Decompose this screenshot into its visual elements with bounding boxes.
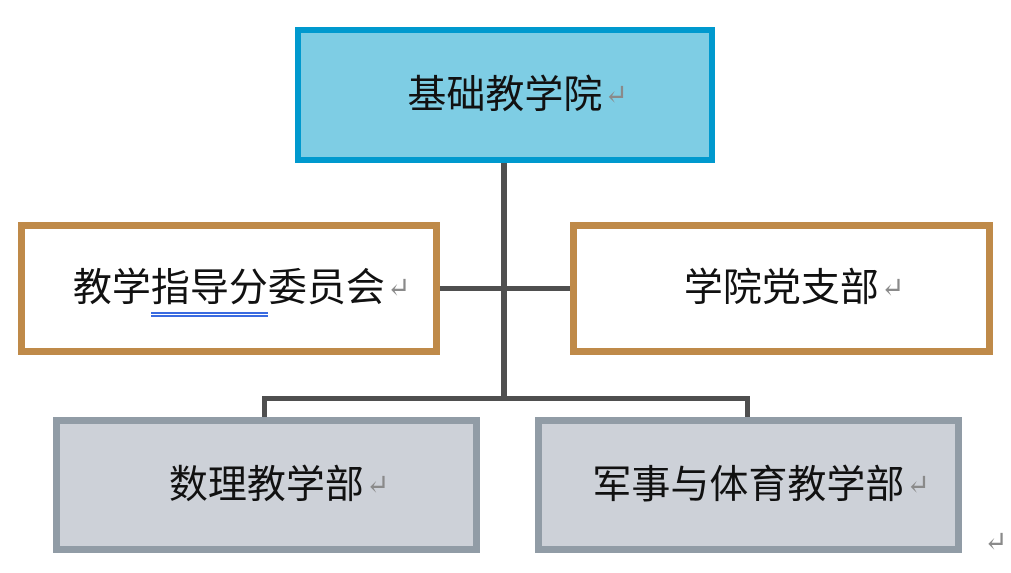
paragraph-return-icon: ↵ — [906, 467, 930, 501]
node-military-pe-dept[interactable]: 军事与体育教学部↵ — [535, 417, 962, 553]
connector-stub-math — [262, 396, 267, 418]
node-committee[interactable]: 教学指导分委员会↵ — [18, 222, 440, 355]
node-party-label: 学院党支部 — [683, 266, 879, 311]
node-committee-label: 教学指导分委员会 — [72, 266, 385, 317]
connector-level3-branch — [262, 396, 750, 401]
node-military-label: 军事与体育教学部 — [592, 462, 905, 508]
committee-label-pre: 教学 — [72, 266, 151, 311]
grammar-underlined-text: 指导分 — [150, 266, 268, 317]
paragraph-return-icon: ↵ — [365, 467, 390, 501]
connector-stub-military — [745, 396, 750, 418]
node-math-dept[interactable]: 数理教学部↵ — [53, 417, 480, 553]
node-root-jichujiaoxueyuan[interactable]: 基础教学院↵ — [295, 27, 715, 163]
node-party-branch[interactable]: 学院党支部↵ — [570, 222, 993, 355]
node-root-label: 基础教学院 — [407, 72, 603, 118]
connector-root-vertical — [501, 163, 507, 401]
connector-level2-horizontal — [440, 286, 570, 291]
paragraph-return-icon: ↵ — [604, 77, 628, 111]
committee-label-post: 委员会 — [267, 266, 385, 311]
paragraph-return-icon: ↵ — [984, 525, 1008, 558]
paragraph-return-icon: ↵ — [880, 271, 905, 305]
paragraph-return-icon: ↵ — [386, 271, 411, 305]
node-math-label: 数理教学部 — [168, 462, 364, 508]
